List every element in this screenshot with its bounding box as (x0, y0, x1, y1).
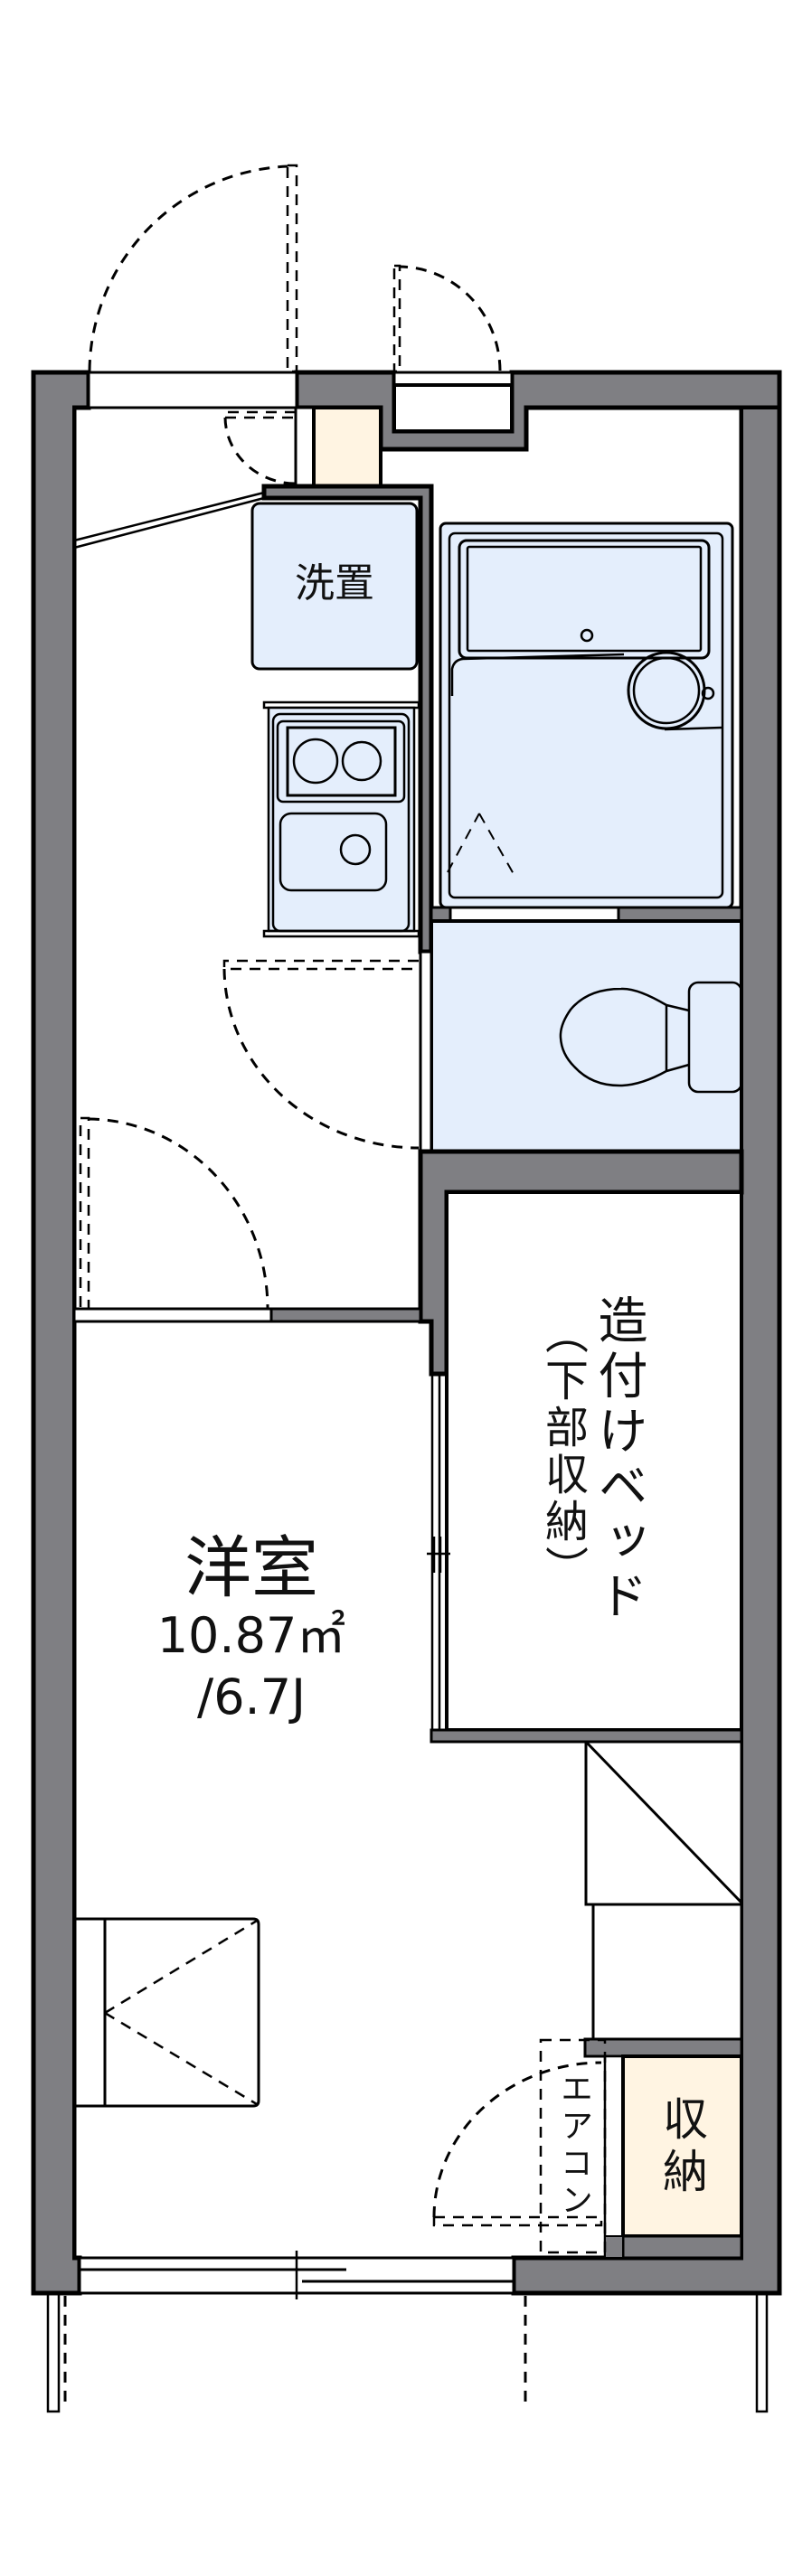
storage-closet (603, 2054, 743, 2260)
bedroom-door[interactable] (79, 1116, 269, 1311)
washer-space: 洗置 (250, 502, 419, 671)
bed-furniture (74, 1917, 260, 2108)
sink-drain-icon (339, 833, 372, 866)
balcony-window[interactable] (78, 2251, 515, 2299)
entrance-door[interactable] (88, 164, 298, 373)
western-room-label: 洋室 (184, 1529, 318, 1607)
toilet-icon (559, 981, 743, 1094)
stove-burner-icon (341, 740, 382, 782)
meter-box-door[interactable] (392, 264, 502, 373)
built-in-bed (427, 1190, 743, 1744)
balcony (46, 2291, 769, 2413)
aircon-unit (539, 2038, 607, 2254)
toilet-door[interactable] (222, 959, 420, 1150)
stove-burner-icon (292, 738, 339, 785)
western-room-area: 10.87㎡ (157, 1607, 346, 1664)
bath-toilet-wall (430, 906, 743, 923)
shoe-cabinet (223, 406, 382, 488)
built-in-bed-label: 造付けベッド (590, 1294, 647, 1625)
storage-label: 収納 (656, 2095, 708, 2200)
western-room-tatami: /6.7J (197, 1669, 306, 1725)
hall-partition (72, 1307, 422, 1323)
stairs (583, 1740, 743, 2058)
kitchen-counter (262, 700, 420, 938)
storage-door[interactable] (432, 2061, 603, 2227)
entrance-step (73, 491, 265, 550)
bathroom (439, 522, 734, 909)
aircon-label: エアコン (555, 2072, 592, 2220)
built-in-bed-sublabel: （下部収納） (537, 1311, 588, 1593)
washer-label: 洗置 (295, 560, 374, 606)
toilet-room (419, 919, 743, 1153)
sliding-door[interactable] (427, 1374, 450, 1730)
